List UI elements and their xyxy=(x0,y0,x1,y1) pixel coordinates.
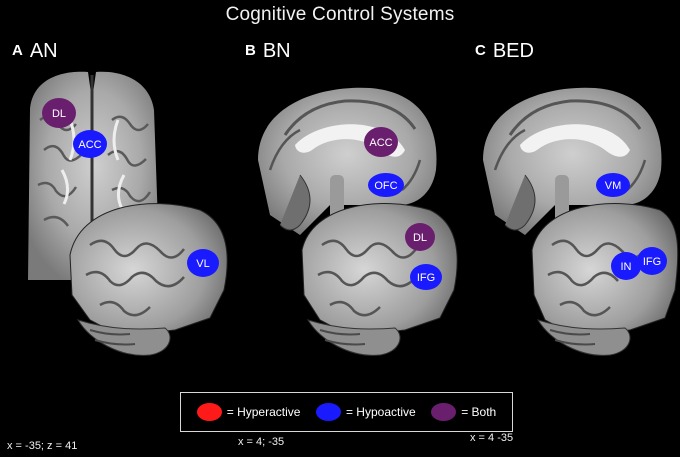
panel-a-sagittal-brain xyxy=(69,203,228,356)
panel-a-letter: A xyxy=(12,42,23,59)
region-a-acc: ACC xyxy=(73,130,107,158)
region-a-dl-label: DL xyxy=(52,108,66,120)
hypoactive-swatch xyxy=(315,403,341,421)
panel-c-midline-brain xyxy=(483,87,662,235)
region-b-ifg: IFG xyxy=(410,264,442,290)
region-a-acc-label: ACC xyxy=(78,139,101,151)
region-a-dl: DL xyxy=(42,98,76,128)
region-b-ofc-label: OFC xyxy=(374,180,397,192)
region-c-vm: VM xyxy=(596,173,630,197)
region-b-ofc: OFC xyxy=(368,173,404,197)
panel-c-lateral-brain xyxy=(531,203,679,356)
region-c-in: IN xyxy=(611,252,641,280)
both-swatch xyxy=(431,403,457,421)
region-b-dl: DL xyxy=(405,223,435,251)
figure-title: Cognitive Control Systems xyxy=(225,4,455,25)
panel-c-name: BED xyxy=(492,40,534,62)
legend-both-label: = Both xyxy=(461,405,497,419)
panel-b-letter: B xyxy=(245,42,256,59)
region-b-dl-label: DL xyxy=(413,232,427,244)
region-a-vl-label: VL xyxy=(196,258,209,270)
panel-a-name: AN xyxy=(29,40,58,62)
region-c-vm-label: VM xyxy=(605,180,622,192)
legend-box: = Hyperactive = Hypoactive = Both xyxy=(180,392,513,432)
region-c-ifg-label: IFG xyxy=(643,256,661,268)
legend-item-hypoactive: = Hypoactive xyxy=(315,403,416,421)
region-c-in-label: IN xyxy=(621,261,632,273)
panel-c-header: C BED xyxy=(475,40,534,63)
legend-item-hyperactive: = Hyperactive xyxy=(196,403,301,421)
panel-b-header: B BN xyxy=(245,40,291,63)
region-c-ifg: IFG xyxy=(637,247,667,275)
region-b-acc-label: ACC xyxy=(369,137,392,149)
panel-a-header: A AN xyxy=(12,40,58,63)
panel-b-coordinates: x = 4; -35 xyxy=(238,436,285,448)
legend-hypoactive-label: = Hypoactive xyxy=(345,405,416,419)
panel-c-coordinates: x = 4 -35 xyxy=(470,432,514,444)
region-b-acc: ACC xyxy=(364,127,398,157)
legend-item-both: = Both xyxy=(431,403,496,421)
panel-c-letter: C xyxy=(475,42,486,59)
region-a-vl: VL xyxy=(187,249,219,277)
region-b-ifg-label: IFG xyxy=(417,272,435,284)
panel-a-coordinates: x = -35; z = 41 xyxy=(7,440,78,452)
legend-hyperactive-label: = Hyperactive xyxy=(226,405,301,419)
hyperactive-swatch xyxy=(196,403,222,421)
panel-b-name: BN xyxy=(262,40,291,62)
